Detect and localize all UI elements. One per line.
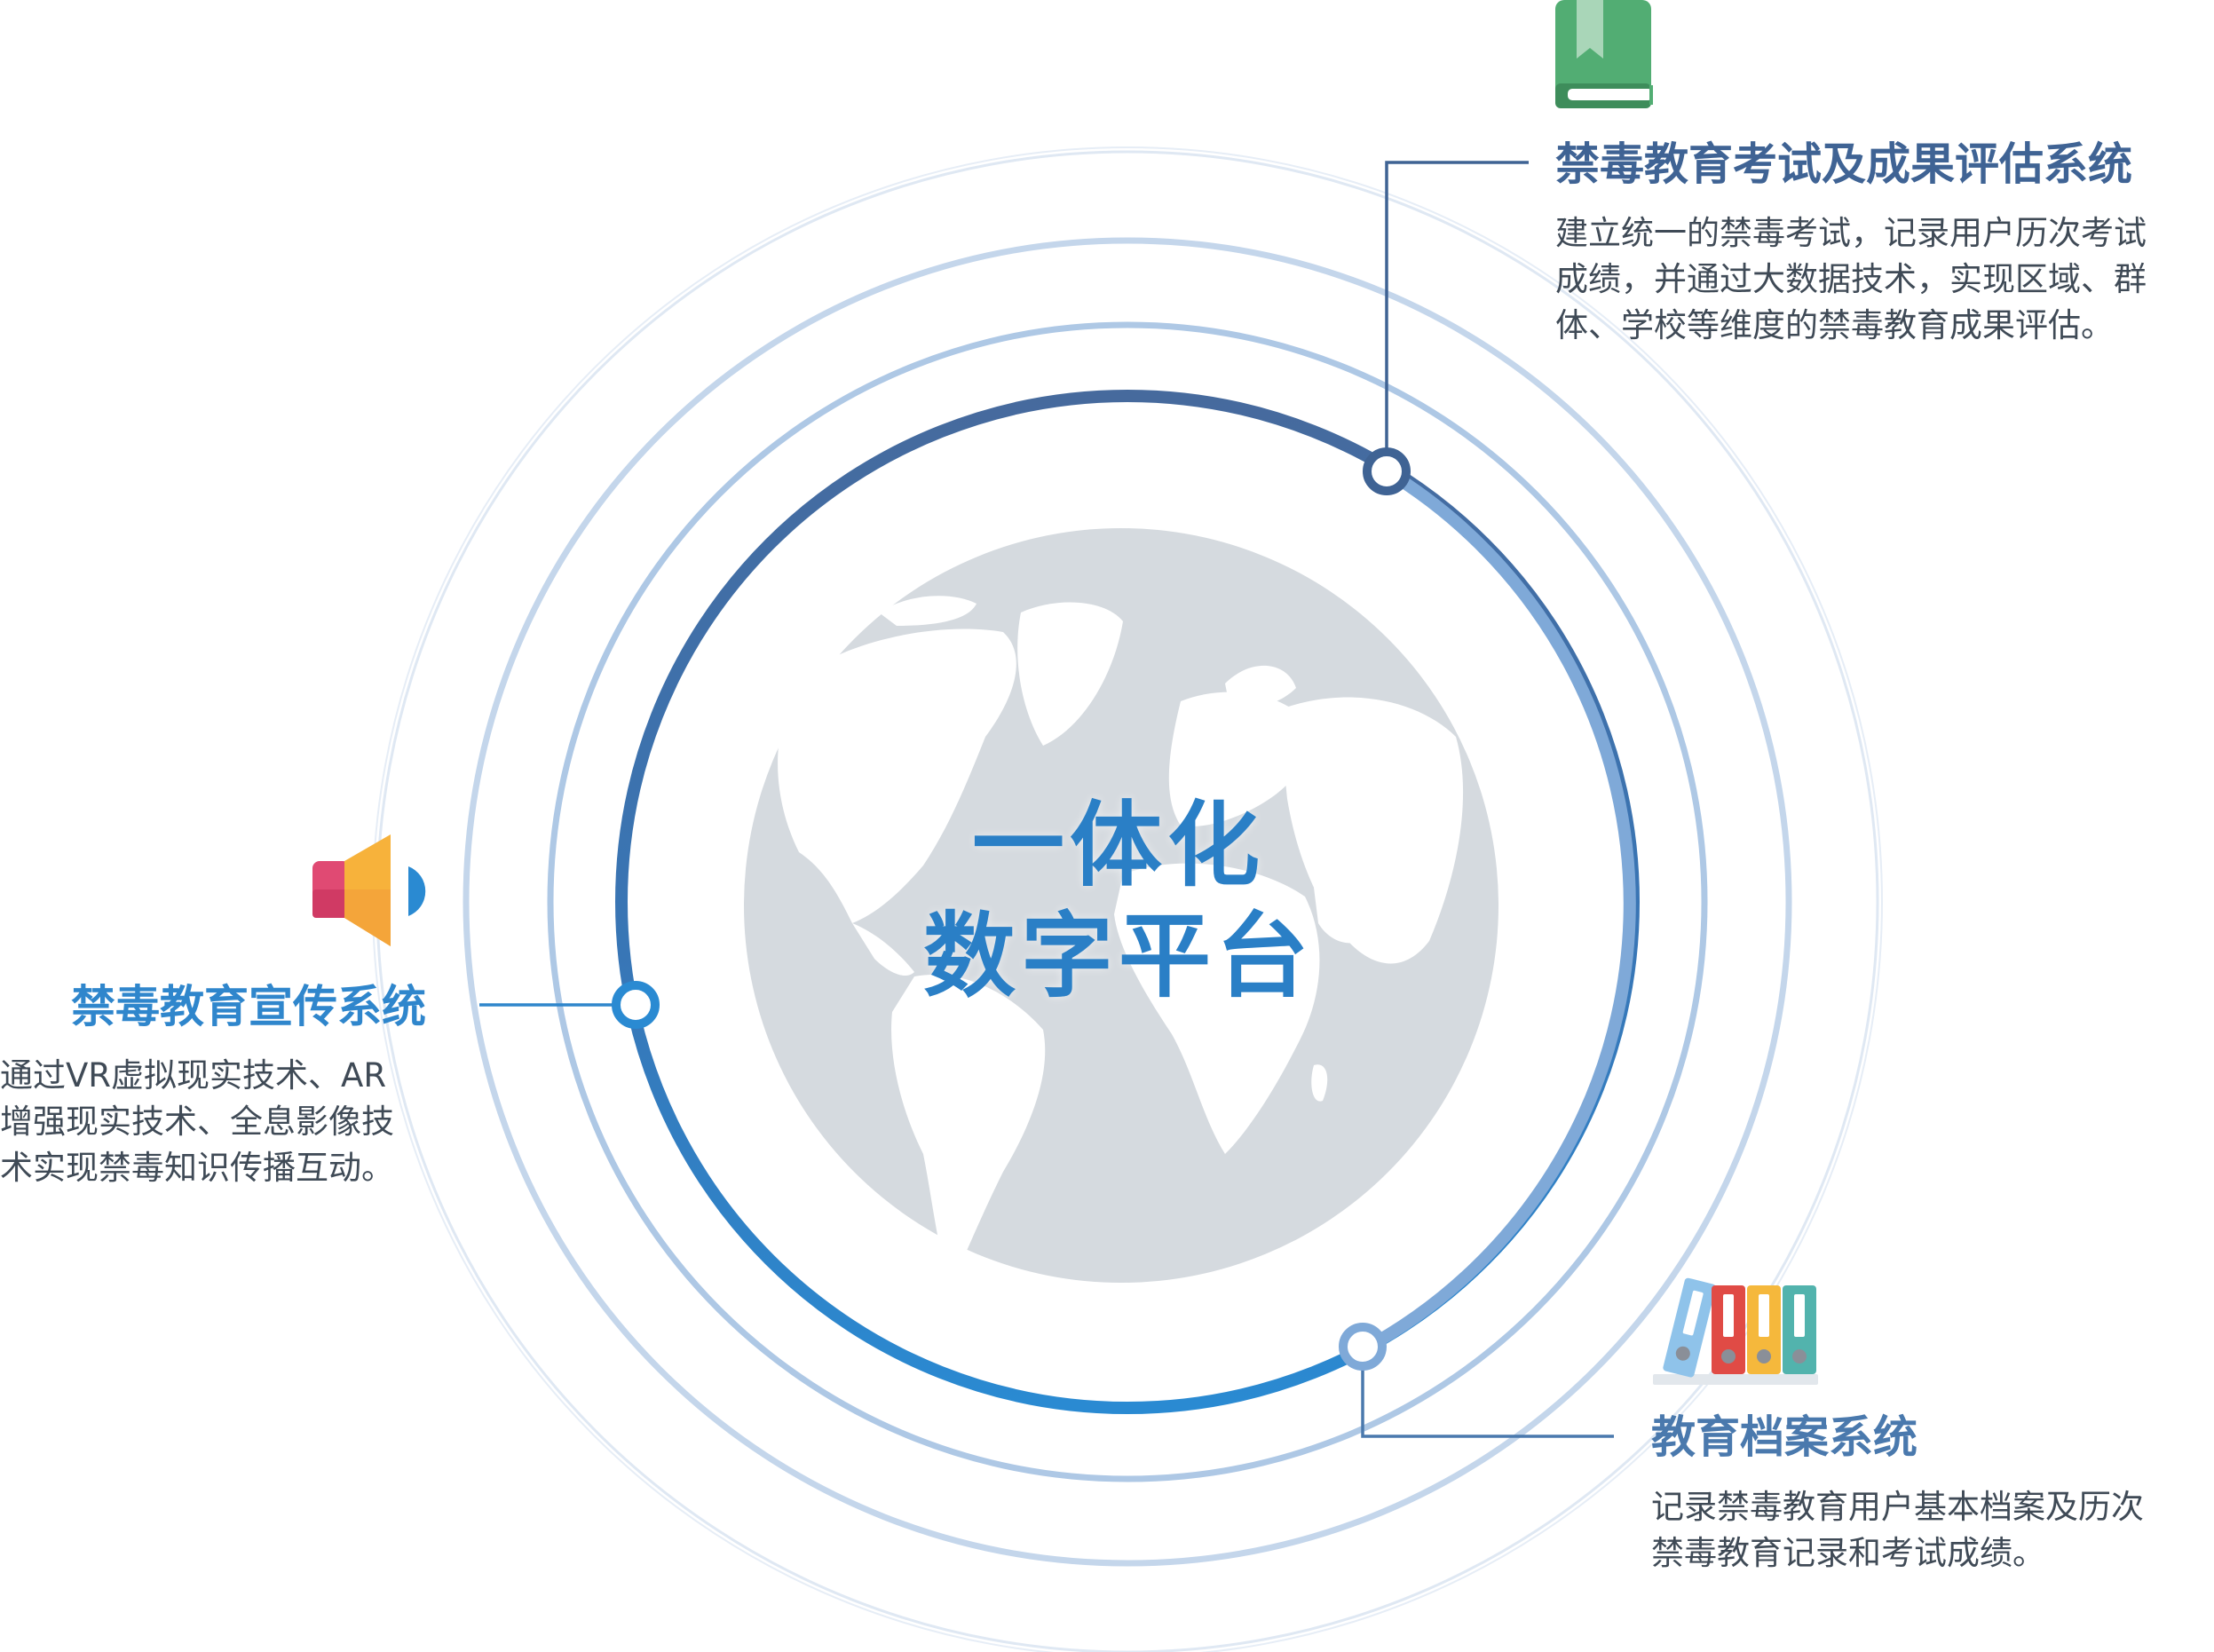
exam-system-description: 建立统一的禁毒考试，记录用户历次考试 成绩，并通过大数据技术，实现区域、群 体、…: [1555, 210, 2212, 349]
archive-system-title: 教育档案系统: [1651, 1411, 1917, 1463]
binders-icon: [1653, 1277, 1818, 1385]
archive-desc-line: 记录禁毒教育用户基本档案及历次: [1651, 1488, 2144, 1526]
continents: [778, 596, 1464, 1287]
speaker-icon: [312, 834, 426, 946]
exam-node[interactable]: [1363, 447, 1411, 495]
archive-connector-line: [1361, 1347, 1614, 1438]
archive-desc-line: 禁毒教育记录和考试成绩。: [1651, 1534, 2045, 1572]
middle-ring: [547, 321, 1708, 1482]
exam-desc-line: 建立统一的禁毒考试，记录用户历次考试: [1555, 214, 2147, 252]
exam-desc-line: 成绩，并通过大数据技术，实现区域、群: [1555, 260, 2147, 298]
book-icon: [1555, 0, 1653, 108]
exam-system-title: 禁毒教育考试及成果评估系统: [1555, 138, 2132, 190]
archive-system-description: 记录禁毒教育用户基本档案及历次 禁毒教育记录和考试成绩。: [1651, 1484, 2214, 1577]
promo-system-title: 禁毒教育宣传系统: [71, 981, 426, 1032]
promo-system-description: 通过VR虚拟现实技术、AR 增强现实技术、全息影像技 术实现禁毒知识传播互动。: [0, 1053, 444, 1191]
exam-desc-line: 体、学校等维度的禁毒教育成果评估。: [1555, 306, 2114, 344]
globe: [744, 528, 1498, 1287]
archive-node[interactable]: [1339, 1323, 1387, 1371]
center-title-line2: 数字平台: [922, 902, 1314, 1010]
main-ring-right-light-arc: [1356, 466, 1636, 1357]
promo-desc-line: 增强现实技术、全息影像技: [0, 1103, 394, 1141]
exam-connector-line: [1385, 161, 1529, 471]
center-title-line1: 一体化: [971, 791, 1265, 899]
promo-desc-line: 通过VR虚拟现实技术、AR: [0, 1056, 387, 1095]
promo-node[interactable]: [612, 981, 660, 1029]
promo-desc-line: 术实现禁毒知识传播互动。: [0, 1149, 394, 1187]
outer-ring: [463, 237, 1792, 1567]
